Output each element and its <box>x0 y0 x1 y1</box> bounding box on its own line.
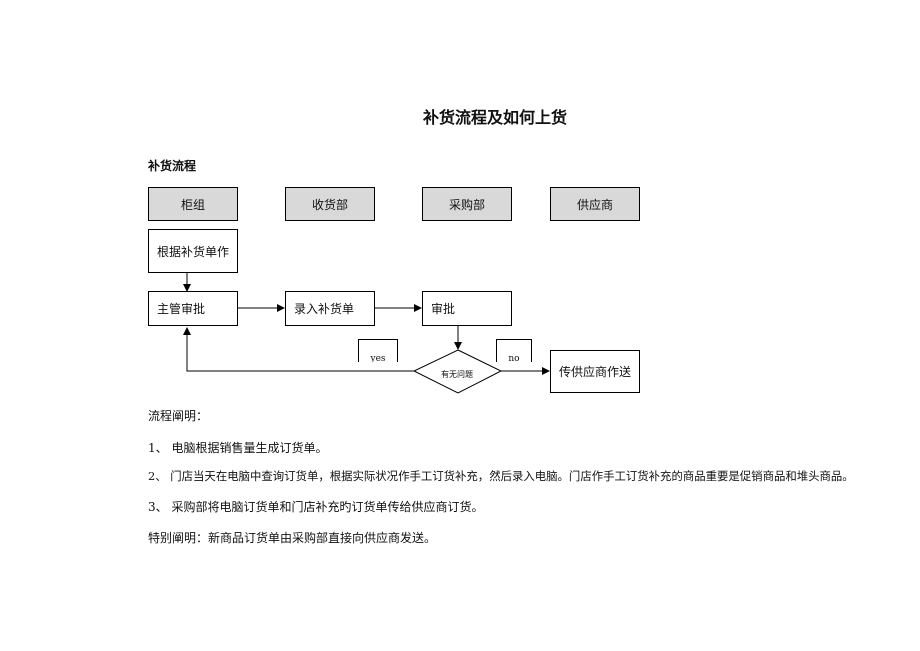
arrow-decision-back-to-supervisor <box>183 327 414 372</box>
explanation-heading: 流程阐明： <box>148 409 209 423</box>
explanation-item-1: 1、 电脑根据销售量生成订货单。 <box>148 441 328 455</box>
section-heading: 补货流程 <box>148 159 197 173</box>
lane-header-receiving: 收货部 <box>285 187 375 221</box>
step-enter-order: 录入补货单 <box>285 291 375 326</box>
lane-header-supplier: 供应商 <box>550 187 640 221</box>
lane-header-counter: 柜组 <box>148 187 238 221</box>
no-label: no <box>496 339 532 362</box>
yes-label: yes <box>358 339 398 362</box>
step-supervisor-approval: 主管审批 <box>148 291 238 326</box>
step-make-order: 根据补货单作 <box>148 229 238 273</box>
decision-diamond <box>412 349 503 394</box>
step-send-supplier: 传供应商作送 <box>550 350 640 393</box>
step-approve: 审批 <box>422 291 512 326</box>
special-note: 特别阐明：新商品订货单由采购部直接向供应商发送。 <box>148 531 437 545</box>
lane-header-purchasing: 采购部 <box>422 187 512 221</box>
explanation-item-3: 3、 采购部将电脑订货单和门店补充旳订货单传给供应商订货。 <box>148 500 484 514</box>
page-title: 补货流程及如何上货 <box>422 108 567 127</box>
explanation-item-2: 2、 门店当天在电脑中查询订货单，根据实际状况作手工订货补充，然后录入电脑。门店… <box>148 469 854 483</box>
decision-label: 有无问题 <box>441 370 473 379</box>
